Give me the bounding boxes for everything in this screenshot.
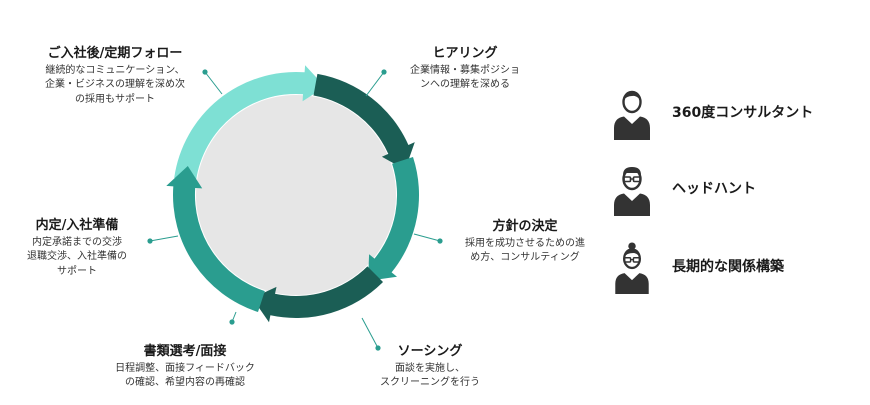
step-hearing: ヒアリング 企業情報・募集ポジショ ンへの理解を深める <box>390 45 540 93</box>
step-hearing-title: ヒアリング <box>432 46 498 61</box>
leader-hearing-line <box>365 71 385 97</box>
persona-relationship: 長期的な関係構築 <box>612 242 852 294</box>
leader-policy-dot <box>437 238 443 244</box>
persona-headhunter-label: ヘッドハント <box>672 181 756 197</box>
step-offer-desc-2: 退職交渉、入社準備の <box>27 251 127 263</box>
persona-relationship-label: 長期的な関係構築 <box>672 259 784 275</box>
leader-hearing-dot <box>381 69 387 75</box>
leader-offer-dot <box>147 238 153 244</box>
step-policy-desc-1: 採用を成功させるための進 <box>465 237 585 249</box>
leader-sourcing-line <box>361 317 379 349</box>
step-hearing-desc-1: 企業情報・募集ポジショ <box>410 64 520 76</box>
step-screening: 書類選考/面接 日程調整、面接フィードバック の確認、希望内容の再確認 <box>95 343 275 391</box>
step-screening-title: 書類選考/面接 <box>143 344 227 359</box>
step-follow-up-desc-2: 企業・ビジネスの理解を深め次 <box>45 79 185 91</box>
leader-offer-line <box>149 235 179 242</box>
step-follow-up-title: ご入社後/定期フォロー <box>47 46 183 61</box>
leader-sourcing-dot <box>375 345 381 351</box>
leader-screening-dot <box>229 319 235 325</box>
step-sourcing-desc-1: 面談を実施し、 <box>395 362 465 374</box>
leader-follow-up-dot <box>202 69 208 75</box>
step-sourcing: ソーシング 面談を実施し、 スクリーニングを行う <box>355 343 505 391</box>
arrow-hearing-to-policy <box>313 73 415 170</box>
arrow-follow-up-to-hearing <box>174 65 325 181</box>
arrow-sourcing-to-screening <box>252 266 383 323</box>
step-sourcing-title: ソーシング <box>397 344 463 359</box>
persona-headhunter: ヘッドハント <box>612 164 852 216</box>
step-follow-up-desc-1: 継続的なコミュニケーション、 <box>45 64 185 76</box>
step-follow-up-desc-3: の採用もサポート <box>75 93 155 105</box>
step-offer-desc-1: 内定承諾までの交渉 <box>32 236 122 248</box>
leader-follow-up-line <box>204 71 223 95</box>
step-hearing-desc-2: ンへの理解を深める <box>420 79 510 91</box>
step-follow-up: ご入社後/定期フォロー 継続的なコミュニケーション、 企業・ビジネスの理解を深め… <box>20 45 210 107</box>
consultant-person-icon <box>614 90 650 140</box>
persona-consultant-label: 360度コンサルタント <box>672 105 814 121</box>
step-screening-desc-2: の確認、希望内容の再確認 <box>125 377 245 389</box>
step-policy-title: 方針の決定 <box>492 219 558 234</box>
step-screening-desc-1: 日程調整、面接フィードバック <box>115 362 255 374</box>
step-sourcing-desc-2: スクリーニングを行う <box>380 377 480 389</box>
persona-consultant: 360度コンサルタント <box>612 88 852 140</box>
arrow-screening-to-offer <box>166 166 265 312</box>
headhunter-glasses-person-icon <box>614 167 650 216</box>
leader-policy-line <box>413 233 441 242</box>
step-offer-desc-3: サポート <box>57 265 97 277</box>
step-offer-title: 内定/入社準備 <box>35 218 119 233</box>
cycle-inner-disk <box>196 95 396 295</box>
long-term-relationship-person-icon <box>615 242 649 294</box>
step-offer: 内定/入社準備 内定承諾までの交渉 退職交渉、入社準備の サポート <box>12 217 142 279</box>
arrow-policy-to-sourcing <box>368 157 420 281</box>
step-policy-desc-2: め方、コンサルティング <box>470 252 580 264</box>
step-policy: 方針の決定 採用を成功させるための進 め方、コンサルティング <box>450 218 600 266</box>
